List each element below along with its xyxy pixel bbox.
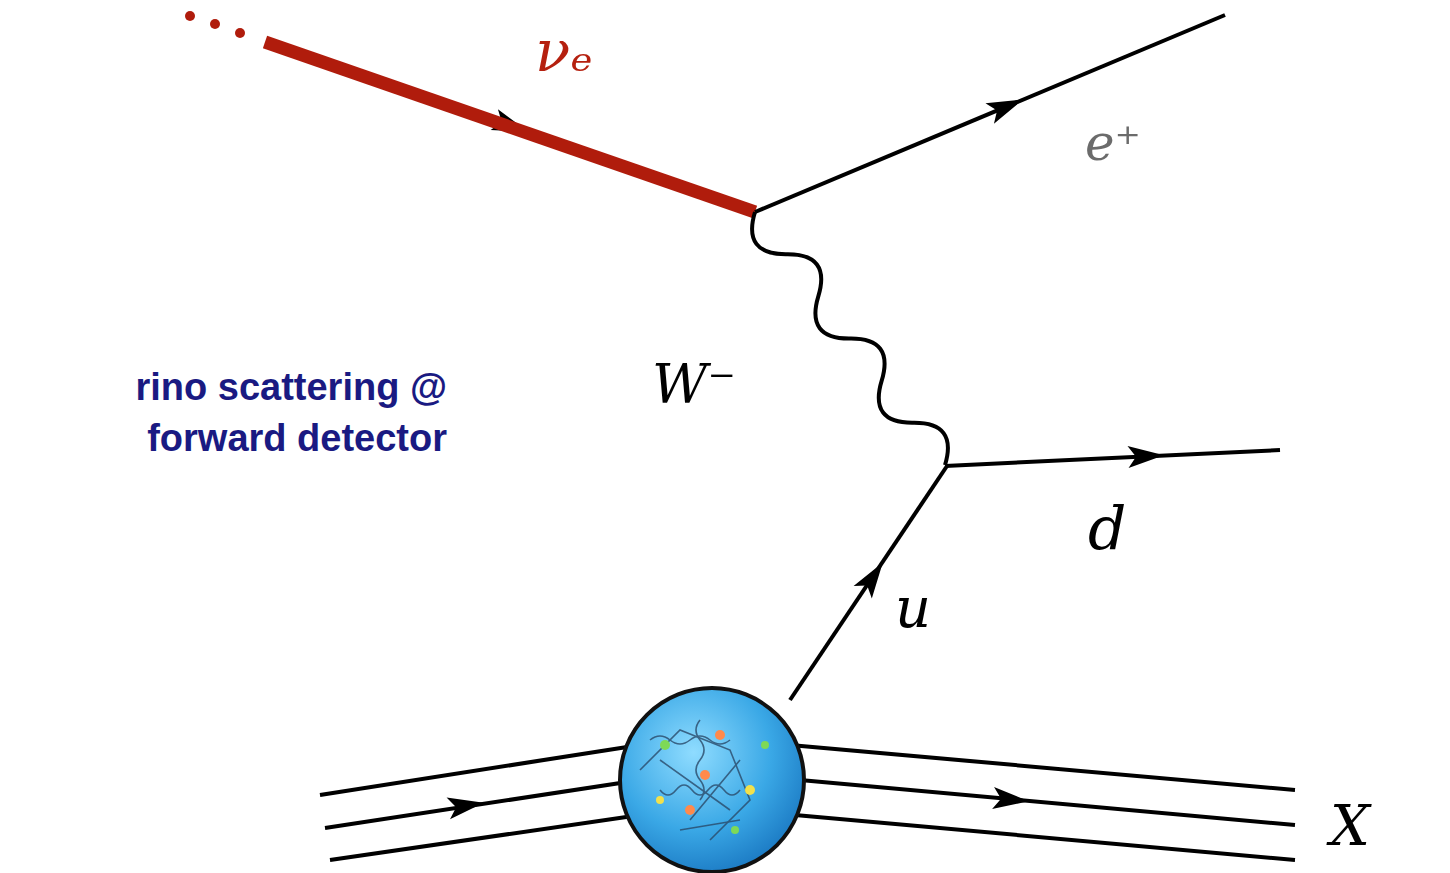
fermion-line bbox=[945, 450, 1280, 466]
particle-label: W⁻ bbox=[652, 358, 736, 412]
fermion-line bbox=[755, 15, 1225, 212]
particle-label: u bbox=[895, 580, 931, 636]
neutrino-line bbox=[265, 42, 755, 212]
boson-line bbox=[752, 212, 948, 465]
remnant-lines bbox=[790, 745, 1295, 860]
arrow-head bbox=[1127, 444, 1164, 468]
dot bbox=[235, 28, 245, 38]
fermion-line bbox=[790, 466, 947, 700]
dot bbox=[185, 11, 195, 21]
particle-label: νₑ bbox=[535, 22, 593, 80]
arrow-head bbox=[447, 792, 486, 819]
particle-label: d bbox=[1088, 498, 1126, 558]
arrow-head bbox=[992, 787, 1030, 812]
particle-label: e⁺ bbox=[1085, 118, 1141, 168]
particle-label: X bbox=[1330, 798, 1370, 854]
caption-note: rino scattering @ forward detector bbox=[2, 362, 447, 465]
dot bbox=[210, 19, 220, 29]
proton-lines bbox=[320, 745, 640, 860]
proton-blob bbox=[620, 688, 804, 872]
arrow-head bbox=[985, 89, 1027, 123]
arrow-head bbox=[854, 556, 892, 598]
